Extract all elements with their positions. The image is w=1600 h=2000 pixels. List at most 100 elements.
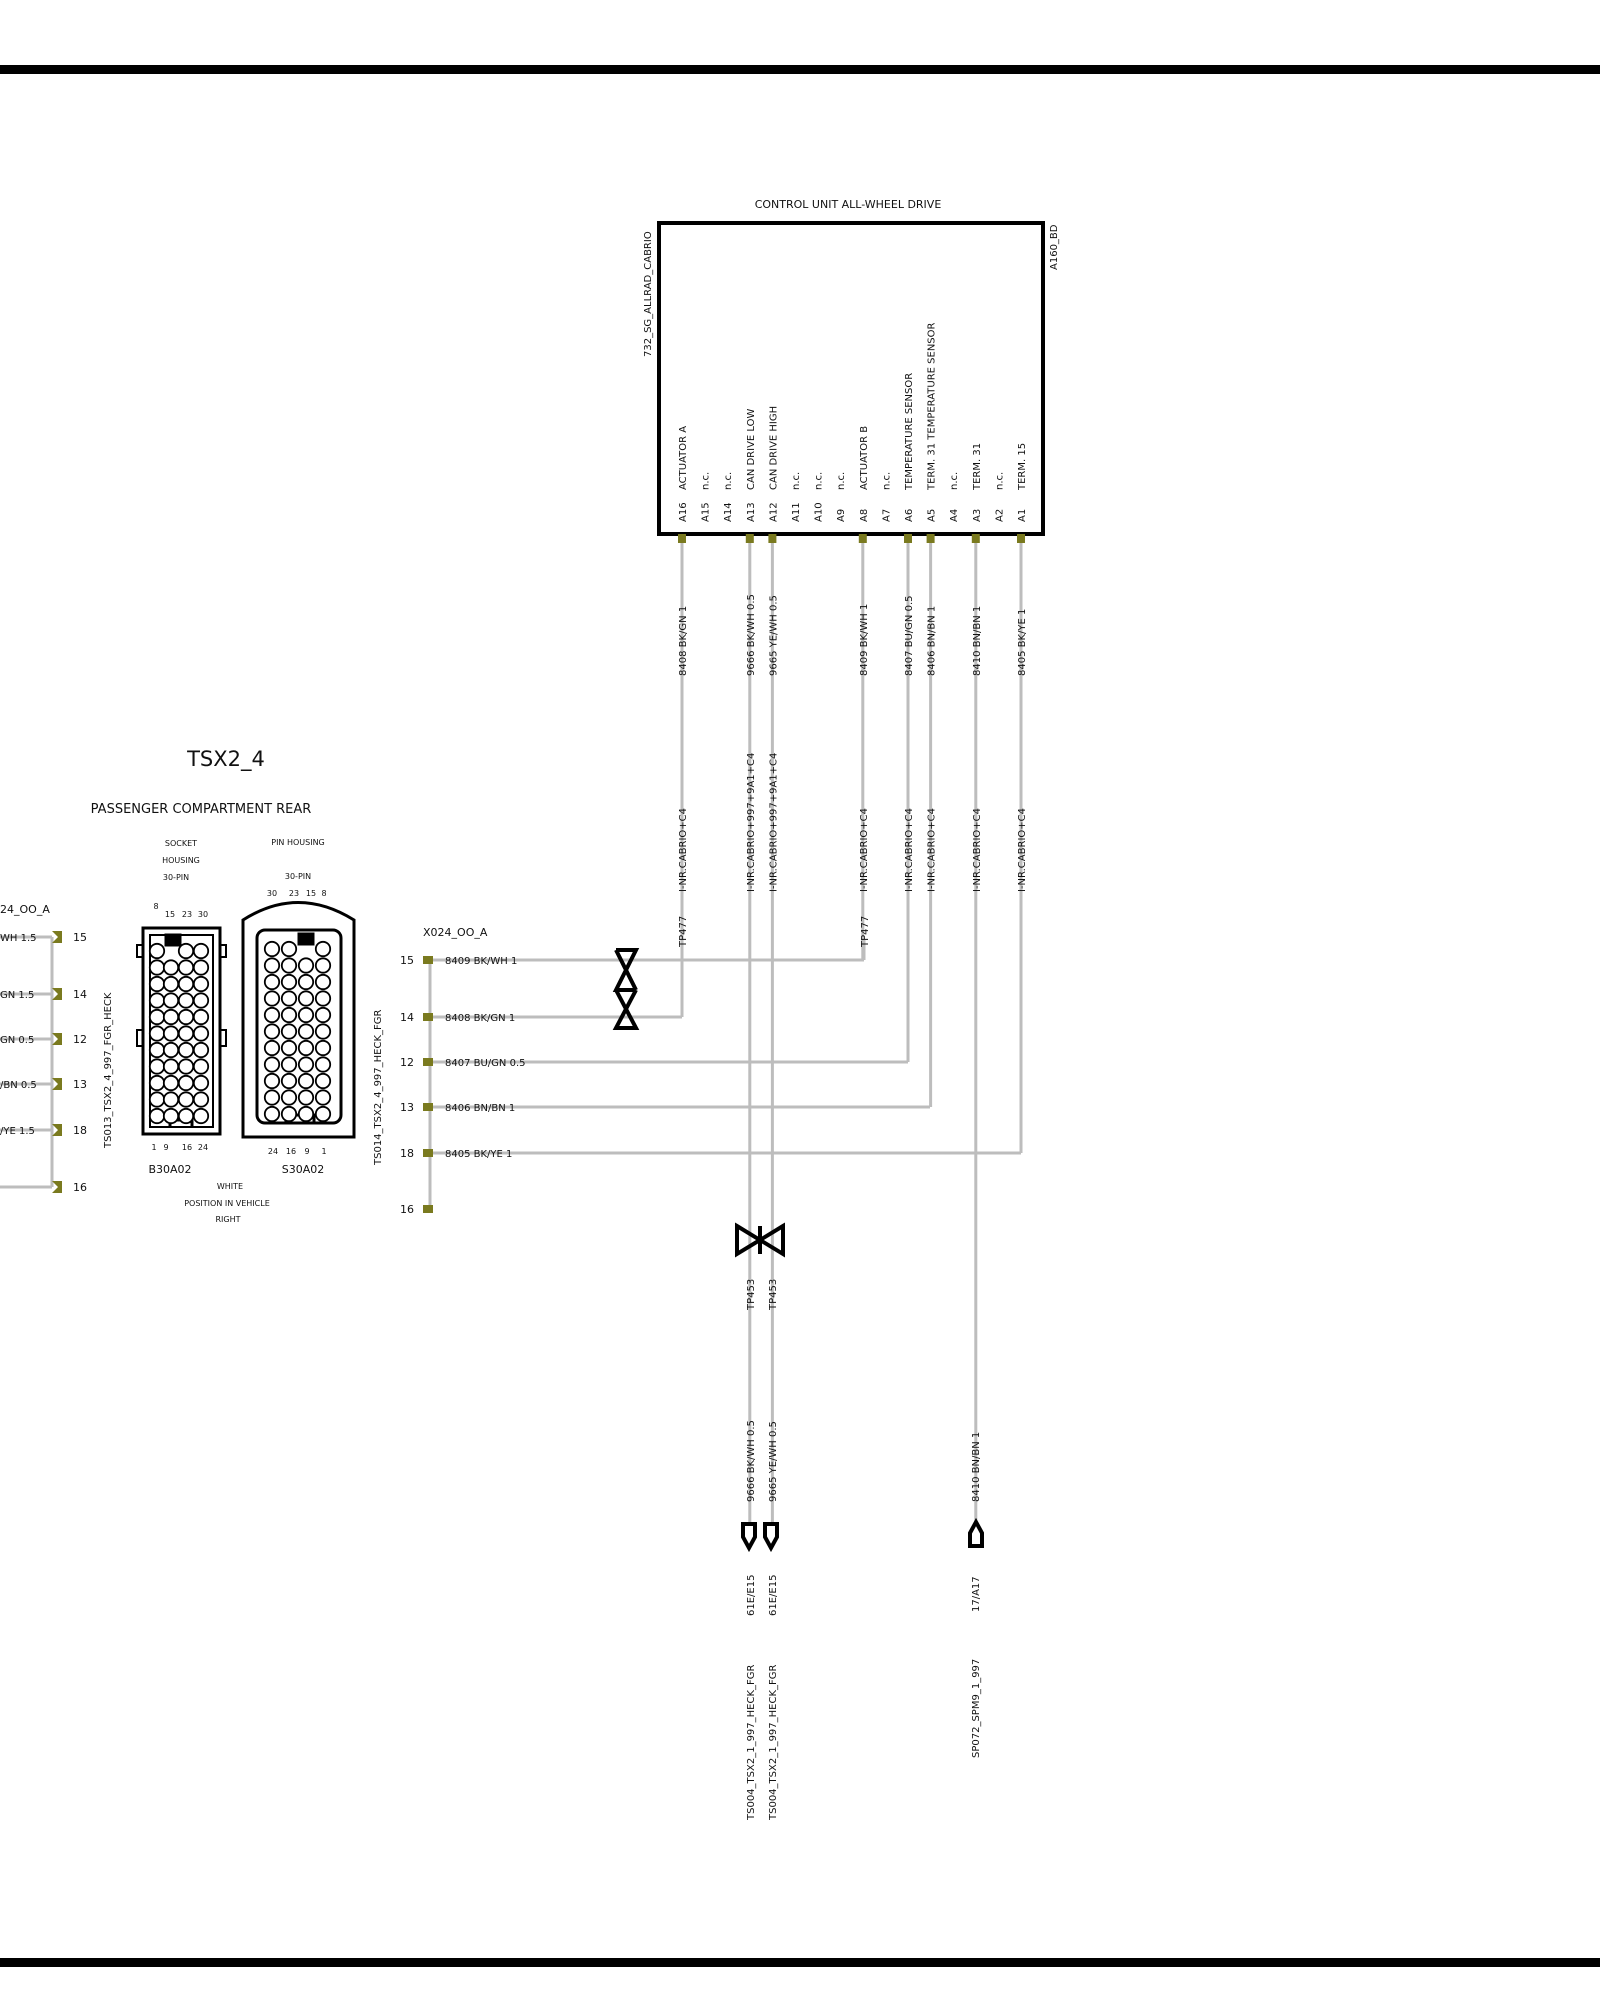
socket-hole xyxy=(177,975,195,993)
socket-hole xyxy=(177,942,195,960)
lower-wire-label-2: 8410 BN/BN 1 xyxy=(971,1432,982,1502)
arrow-up-icon xyxy=(968,1517,984,1548)
left-pin-marker[interactable] xyxy=(52,988,62,1000)
socket-bottom-16: 16 xyxy=(182,1143,192,1152)
control-unit-title: CONTROL UNIT ALL-WHEEL DRIVE xyxy=(755,198,942,211)
cu-pin-label: ACTUATOR B xyxy=(859,426,870,490)
pin-hole xyxy=(314,1039,332,1057)
pin-housing xyxy=(241,901,356,1139)
left-wire-label: /YE 1.5 xyxy=(0,1126,35,1137)
cu-pin-label: n.c. xyxy=(836,472,847,490)
socket-hole xyxy=(148,1025,166,1042)
cu-pin-number: A13 xyxy=(746,502,757,522)
socket-hole xyxy=(177,1025,195,1042)
right-pin-marker[interactable] xyxy=(423,1013,433,1021)
horizontal-wires xyxy=(430,940,1021,1155)
socket-hole xyxy=(192,1041,210,1059)
cu-pin-label: ACTUATOR A xyxy=(678,426,689,490)
left-wire-label: GN 1.5 xyxy=(0,990,34,1001)
socket-hole xyxy=(148,959,166,976)
wire-label: 8405 BK/YE 1 xyxy=(1017,609,1028,676)
socket-hole xyxy=(162,1041,180,1059)
cu-pin-label: TERM. 31 xyxy=(972,443,983,491)
left-pin-marker[interactable] xyxy=(52,1033,62,1045)
wire-harness: I-NR.CABRIO+C4 xyxy=(972,808,983,892)
left-wire-label: WH 1.5 xyxy=(0,933,37,944)
socket-label-1: HOUSING xyxy=(162,856,200,865)
connector-name: TSX2_4 xyxy=(186,747,265,772)
left-pin-marker[interactable] xyxy=(52,1124,62,1136)
tp477-label-a16: TP477 xyxy=(678,916,689,948)
pin-hole xyxy=(280,973,298,991)
socket-hole xyxy=(192,975,210,993)
pin-hole xyxy=(280,1056,298,1073)
control-unit[interactable]: CONTROL UNIT ALL-WHEEL DRIVE 732_SG_ALLR… xyxy=(643,198,1060,543)
cu-pin-marker[interactable] xyxy=(926,534,935,543)
socket-label-0: SOCKET xyxy=(165,839,197,848)
pin-code: S30A02 xyxy=(282,1163,325,1176)
right-pin-marker[interactable] xyxy=(423,1205,433,1213)
socket-hole xyxy=(192,1008,210,1026)
pin-hole xyxy=(263,940,281,958)
pin-hole xyxy=(263,1023,281,1040)
pin-top-8: 8 xyxy=(321,889,326,898)
cu-pin-marker[interactable] xyxy=(768,534,777,543)
cu-pin-marker[interactable] xyxy=(1017,534,1025,543)
right-wire-label: 8406 BN/BN 1 xyxy=(445,1103,515,1114)
right-pin-marker[interactable] xyxy=(423,956,433,964)
socket-hole xyxy=(192,992,210,1009)
pin-hole xyxy=(314,1072,332,1090)
right-pin-marker[interactable] xyxy=(423,1103,433,1111)
socket-label-2: 30-PIN xyxy=(163,873,189,882)
cu-pin-marker[interactable] xyxy=(745,534,754,543)
socket-hole xyxy=(162,975,180,993)
pin-hole xyxy=(314,1056,332,1073)
pin-hole xyxy=(263,957,281,974)
right-pin-marker[interactable] xyxy=(423,1149,433,1157)
top-border-bar xyxy=(0,65,1600,74)
lower-target-0: TS004_TSX2_1_997_HECK_FGR xyxy=(746,1664,757,1821)
pin-hole xyxy=(314,1006,332,1024)
socket-top-pin-23: 23 xyxy=(182,910,192,919)
left-pin-number: 18 xyxy=(73,1124,87,1137)
left-wire-label: GN 0.5 xyxy=(0,1035,34,1046)
cu-pin-label: TERM. 15 xyxy=(1017,443,1028,491)
cu-pin-label: n.c. xyxy=(994,472,1005,490)
cu-pin-label: n.c. xyxy=(881,472,892,490)
left-pin-marker[interactable] xyxy=(52,1181,62,1193)
bottom-border-bar xyxy=(0,1958,1600,1967)
right-harness-code: TS014_TSX2_4_997_HECK_FGR xyxy=(373,1009,384,1166)
cu-pin-number: A10 xyxy=(814,502,825,522)
left-side-label: 24_OO_A xyxy=(0,903,50,916)
socket-hole xyxy=(148,1091,166,1108)
cu-pin-number: A2 xyxy=(994,509,1005,522)
arrow-down-icon xyxy=(741,1522,757,1553)
cu-pin-marker[interactable] xyxy=(904,534,912,543)
tp477-label-a8: TP477 xyxy=(860,916,871,948)
cu-pin-marker[interactable] xyxy=(858,534,867,543)
pin-top-15: 15 xyxy=(306,889,316,898)
socket-hole xyxy=(192,1025,210,1042)
pin-hole xyxy=(263,1006,281,1024)
socket-code: B30A02 xyxy=(148,1163,191,1176)
cu-pin-label: CAN DRIVE LOW xyxy=(746,408,757,490)
pin-hole xyxy=(314,940,332,958)
right-pin-marker[interactable] xyxy=(423,1058,433,1066)
socket-hole xyxy=(192,1058,210,1075)
left-pin-marker[interactable] xyxy=(52,931,62,943)
pin-hole xyxy=(263,1089,281,1106)
wire-harness: I-NR.CABRIO+C4 xyxy=(1017,808,1028,892)
pin-housing-label-0: PIN HOUSING xyxy=(271,838,325,847)
pin-hole xyxy=(297,1056,315,1073)
left-pin-marker[interactable] xyxy=(52,1078,62,1090)
cu-pin-marker[interactable] xyxy=(971,534,980,543)
wire-label: 8407 BU/GN 0.5 xyxy=(904,596,915,677)
cu-pin-marker[interactable] xyxy=(678,534,686,543)
socket-hole xyxy=(162,1091,180,1108)
socket-top-pin-15: 15 xyxy=(165,910,175,919)
socket-hole xyxy=(177,1058,195,1075)
arrow-down-icon xyxy=(763,1522,779,1553)
pin-bottom-9: 9 xyxy=(304,1147,309,1156)
pin-hole xyxy=(280,990,298,1007)
socket-hole xyxy=(148,1074,166,1092)
